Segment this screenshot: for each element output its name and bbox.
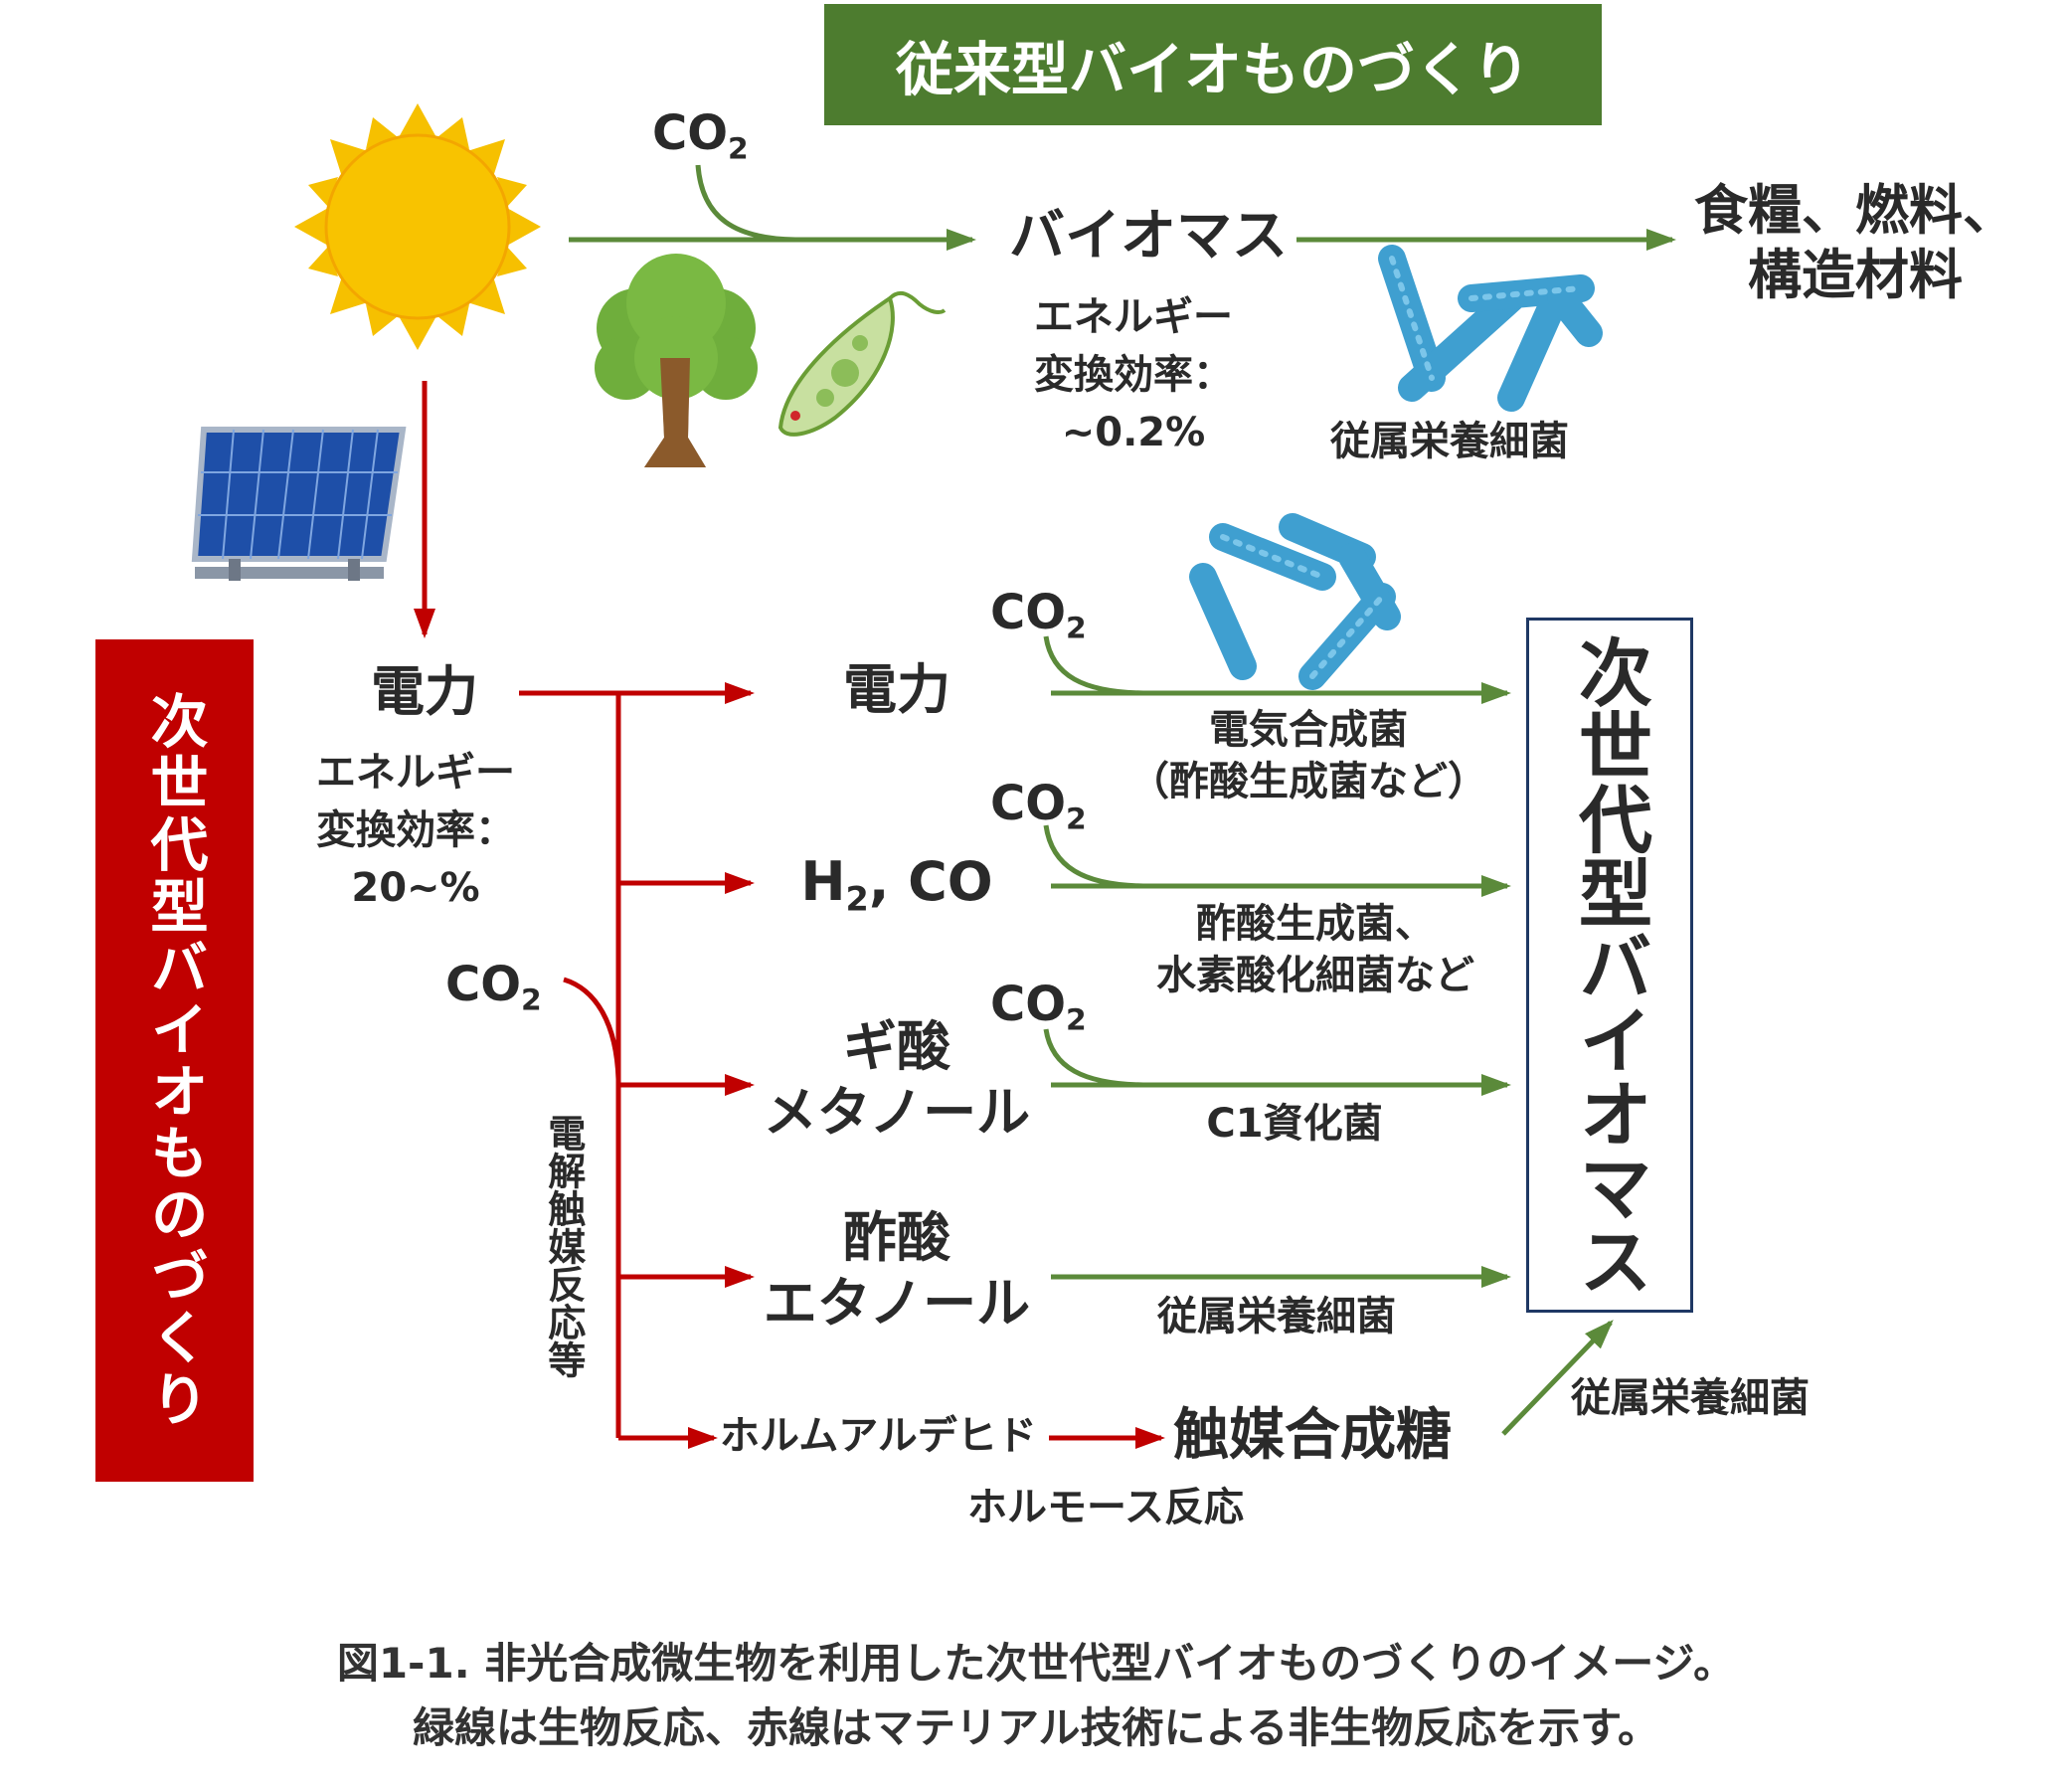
label-line1: 酢酸 bbox=[842, 1206, 950, 1269]
nextgen-biomass-box: 次世代型バイオマス bbox=[1526, 618, 1693, 1313]
label-line2: メタノール bbox=[763, 1080, 1031, 1144]
products-line1: 食糧、燃料、 bbox=[1694, 179, 2016, 242]
branch-acetic-label: 酢酸 エタノール bbox=[764, 1205, 1030, 1337]
sun-icon bbox=[294, 103, 541, 350]
label-line1: ギ酸 bbox=[842, 1015, 950, 1078]
efficiency-line1: エネルギー bbox=[1034, 294, 1233, 340]
microbe-line1: 酢酸生成菌、 bbox=[1196, 901, 1435, 947]
efficiency-label-conventional: エネルギー 変換効率： ~0.2% bbox=[1034, 288, 1233, 461]
branch-formaldehyde-label: ホルムアルデヒド bbox=[720, 1413, 1037, 1459]
efficiency-line1: エネルギー bbox=[316, 750, 515, 796]
formose-reaction-label: ホルモース反応 bbox=[967, 1485, 1244, 1530]
branch-formic-label: ギ酸 メタノール bbox=[764, 1014, 1030, 1146]
microbe-line2: （酢酸生成菌など） bbox=[1129, 759, 1487, 804]
co2-label-h2co: CO2 bbox=[990, 776, 1087, 837]
nonbio-arrows bbox=[414, 381, 1165, 1449]
branch-acetic-microbe: 従属栄養細菌 bbox=[1157, 1294, 1396, 1339]
efficiency-label-nextgen: エネルギー 変換効率： 20~% bbox=[316, 744, 515, 917]
microbe-line1: 電気合成菌 bbox=[1209, 707, 1408, 753]
caption-line1: 図1-1. 非光合成微生物を利用した次世代型バイオものづくりのイメージ。 bbox=[336, 1639, 1736, 1688]
catalytic-sugar-label: 触媒合成糖 bbox=[1173, 1403, 1452, 1468]
microbe-line2: 水素酸化細菌など bbox=[1156, 953, 1474, 998]
biomass-label: バイオマス bbox=[1009, 204, 1288, 268]
bacteria-icon bbox=[1189, 513, 1401, 690]
heterotroph-label-sugar: 従属栄養細菌 bbox=[1571, 1375, 1810, 1421]
branch-h2co-label: H2, CO bbox=[800, 850, 993, 919]
solar-panel-icon bbox=[191, 427, 407, 581]
co2-label-electrolysis: CO2 bbox=[445, 957, 542, 1018]
efficiency-line2: 変換効率： bbox=[1034, 352, 1233, 398]
branch-electric-microbe: 電気合成菌 （酢酸生成菌など） bbox=[1129, 704, 1487, 807]
products-label: 食糧、燃料、 構造材料 bbox=[1694, 179, 2016, 308]
bio-arrows-conventional bbox=[569, 164, 1676, 251]
efficiency-value: ~0.2% bbox=[1061, 410, 1206, 455]
power-source-label: 電力 bbox=[371, 660, 478, 723]
tree-icon bbox=[595, 254, 758, 467]
euglena-icon bbox=[777, 290, 947, 437]
efficiency-value: 20~% bbox=[351, 865, 480, 911]
branch-h2co-microbe: 酢酸生成菌、 水素酸化細菌など bbox=[1156, 898, 1474, 1001]
conventional-banner: 従来型バイオものづくり bbox=[824, 4, 1602, 125]
co2-label-conventional: CO2 bbox=[652, 105, 749, 167]
caption-line2: 緑線は生物反応、赤線はマテリアル技術による非生物反応を示す。 bbox=[412, 1703, 1660, 1753]
bio-arrows-nextgen bbox=[1043, 635, 1614, 1436]
label-line2: エタノール bbox=[763, 1271, 1031, 1335]
products-line2: 構造材料 bbox=[1748, 243, 1963, 306]
bacteria-icon bbox=[1378, 245, 1603, 412]
nextgen-banner: 次世代型バイオものづくり bbox=[95, 639, 254, 1482]
efficiency-line2: 変換効率： bbox=[316, 807, 515, 853]
co2-label-formic: CO2 bbox=[990, 977, 1087, 1038]
figure-caption: 図1-1. 非光合成微生物を利用した次世代型バイオものづくりのイメージ。 緑線は… bbox=[0, 1631, 2072, 1760]
co2-label-electric: CO2 bbox=[990, 585, 1087, 646]
branch-electric-label: 電力 bbox=[843, 658, 950, 721]
branch-formic-microbe: C1資化菌 bbox=[1206, 1101, 1383, 1147]
electrolysis-label: 電解触媒反応等 bbox=[541, 1114, 586, 1378]
heterotroph-label-conventional: 従属栄養細菌 bbox=[1330, 419, 1569, 464]
